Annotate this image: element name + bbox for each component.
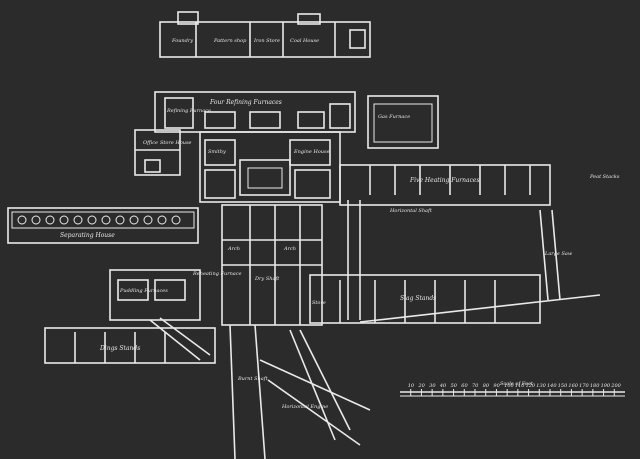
scale-tick-label: 100 [504,383,514,389]
scale-tick-label: 30 [429,383,436,389]
slag-stands-row: Slag Stands Store [309,274,541,324]
scale-tick-label: 110 [515,383,525,389]
engine-house-label: Engine House [293,149,330,155]
dings-stands-row: Dings Stands [44,327,216,364]
reheating-furnace-label: Reheating Furnace [192,271,242,277]
refining-furnace-label: Refining Furnace [166,108,211,114]
scale-tick-label: 10 [408,383,415,389]
diagonal-shafts: Burnt Shaft Horizontal Engine [149,317,371,459]
four-refining-furnaces-label: Four Refining Furnaces [209,99,282,106]
scale-tick-label: 170 [579,383,589,389]
gas-furnace-building: Gas Furnace [367,95,439,149]
scale-tick-label: 40 [439,383,447,389]
foundry-building: Foundry Pattern shop Iron Store Coal Hou… [159,11,371,58]
office-label: Office [143,140,158,146]
scale-tick-label: 150 [558,383,568,389]
right-shaft-lines: Large Saw [347,200,573,320]
scale-tick-label: 60 [461,383,468,389]
scale-tick-label: 50 [451,383,458,389]
slag-stands-label: Slag Stands [400,295,436,302]
horizontal-engine-label: Horizontal Engine [281,404,328,410]
scale-tick-label: 190 [601,383,611,389]
office-block: Office Store House [134,129,192,176]
arch-label-right: Arch [283,246,296,252]
iron-store-label: Iron Store [253,38,280,44]
large-saw-label: Large Saw [544,251,573,257]
store-house-label: Store House [160,140,192,146]
scale-tick-label: 80 [483,383,490,389]
puddling-furnaces: Puddling Furnaces Reheating Furnace [109,269,242,321]
central-shafts: Arch Arch Dry Shaft [221,204,323,326]
scale-tick-label: 120 [526,383,536,389]
puddling-furnaces-label: Puddling Furnaces [119,288,168,294]
peat-stacks-label: Peat Stacks [589,174,620,180]
scale-tick-label: 180 [590,383,600,389]
smithy-label: Smithy [208,149,226,155]
gas-furnace-label: Gas Furnace [378,114,410,120]
coal-house-label: Coal House [290,38,319,44]
scale-tick-label: 160 [568,383,578,389]
five-heating-furnaces-label: Five Heating Furnaces [409,177,480,184]
central-block: Smithy Engine House [199,131,341,203]
store-label: Store [312,300,326,306]
scale-tick-label: 20 [417,383,425,389]
separating-house-pattern [17,215,181,225]
foundry-label: Foundry [171,38,193,44]
dings-stands-label: Dings Stands [99,345,140,352]
separating-house: Separating House [7,207,199,244]
scale-tick-label: 130 [536,383,546,389]
scale-tick-label: 200 [610,383,621,389]
scale-tick-label: 90 [493,383,500,389]
first-slabbing-stands-label: Dry Shaft [254,276,280,282]
arch-label-left: Arch [227,246,240,252]
refining-furnaces-block: Four Refining Furnaces Refining Furnace [154,91,356,133]
horizontal-shaft-right-label: Horizontal Shaft [389,208,433,214]
heating-furnaces-row: Five Heating Furnaces Horizontal Shaft [339,164,551,214]
scale-of-feet-label: Scale of Feet [500,381,534,387]
pattern-shop-label: Pattern shop [213,38,247,44]
burnt-shaft-label: Burnt Shaft [237,376,269,382]
scale-tick-label: 70 [472,383,479,389]
slag-edge-line [359,294,601,323]
scale-tick-label: 140 [547,383,557,389]
separating-house-label: Separating House [60,232,115,239]
